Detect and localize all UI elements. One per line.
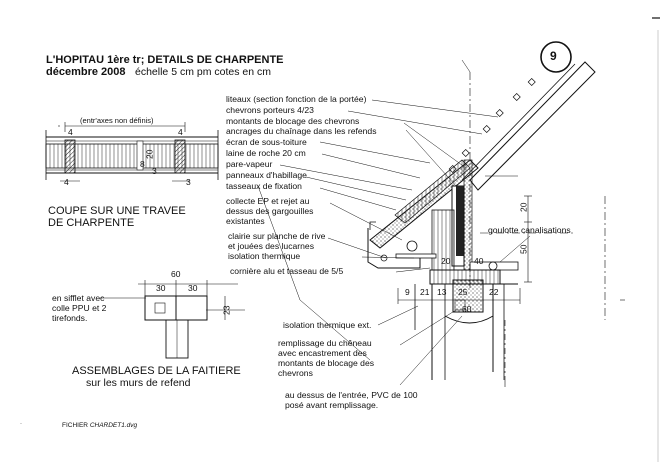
layer-label: liteaux (section fonction de la portée) [226,94,367,104]
ridge-dim: 30 [156,283,166,293]
layer-label: panneaux d'habillage [226,170,307,180]
layer-label: tasseaux de fixation [226,181,302,191]
ridge-caption: ASSEMBLAGES DE LA FAITIERE [72,365,241,377]
footer-file-label: FICHIER [62,422,88,429]
wall-dim: 60 [462,304,472,314]
ridge-dim: 60 [171,269,181,279]
eave-label: collecte EP et rejet au [226,196,310,206]
bottom-note: montants de blocage des [278,358,375,368]
section-dim: 4 [68,127,73,137]
wall-dim: 20 [441,256,451,266]
bottom-note: chevrons [278,368,313,378]
eave-label: cornière alu et tasseau de 5/5 [230,266,344,276]
ridge-dim: 30 [188,283,198,293]
footer-file: FICHIER CHARDET1.dvg [62,422,138,430]
wall-dim: 40 [474,256,484,266]
section-caption: COUPE SUR UNE TRAVEE [48,205,186,217]
footer-dot: · [20,421,22,427]
wall-dim: 20 [518,202,529,212]
bottom-note: isolation thermique ext. [283,320,372,330]
main-section-drawing [257,59,625,387]
ridge-detail-drawing [100,280,245,359]
wall-dim: 22 [489,287,499,297]
wall-dim: 13 [437,287,447,297]
section-dim: 3 [152,166,157,176]
bottom-note: avec encastrement des [278,348,367,358]
layer-label: écran de sous-toiture [226,137,307,147]
sheet-number: 9 [550,49,557,63]
drawing-date: décembre 2008 [46,66,126,78]
drawing-title: L'HOPITAU 1ère tr; DETAILS DE CHARPENTE [46,54,284,66]
ridge-dim: 23 [221,305,232,315]
section-dim: 4 [64,177,69,187]
section-dim: 4 [178,127,183,137]
drawing-scale: échelle 5 cm pm cotes en cm [135,66,271,78]
eave-label: dessus des gargouilles [226,206,314,216]
bottom-note: posé avant remplissage. [285,400,379,410]
section-dim: 8 [140,159,145,169]
ridge-note: tirefonds. [52,313,88,323]
gutter-label: goulotte canalisations [488,225,571,235]
ridge-caption: sur les murs de refend [86,377,191,389]
ridge-note: colle PPU et 2 [52,303,107,313]
eave-label: existantes [226,216,265,226]
section-cut-drawing [45,122,219,182]
section-dim: 20 [144,149,155,159]
footer-file-name: CHARDET1.dvg [89,422,138,429]
eave-label: isolation thermique [228,251,301,261]
section-dim: 3 [186,177,191,187]
layer-label: montants de blocage des chevrons [226,116,360,126]
eave-label: et jouées des lucarnes [228,241,314,251]
bottom-note: au dessus de l'entrée, PVC de 100 [285,390,418,400]
wall-dim: 9 [405,287,410,297]
sheet-number-circle [540,41,572,73]
section-note: (entr'axes non définis) [80,116,154,125]
eave-label: clairie sur planche de rive [228,231,326,241]
wall-dim: 50 [518,244,529,254]
layer-label: pare-vapeur [226,159,273,169]
wall-dim: 25 [458,287,468,297]
bottom-note: remplissage du chêneau [278,338,372,348]
layer-label: ancrages du chaînage dans les refends [226,126,377,136]
layer-label: laine de roche 20 cm [226,148,306,158]
wall-dim: 21 [420,287,430,297]
ridge-note: en sifflet avec [52,293,105,303]
layer-label: chevrons porteurs 4/23 [226,105,314,115]
section-caption: DE CHARPENTE [48,217,135,229]
